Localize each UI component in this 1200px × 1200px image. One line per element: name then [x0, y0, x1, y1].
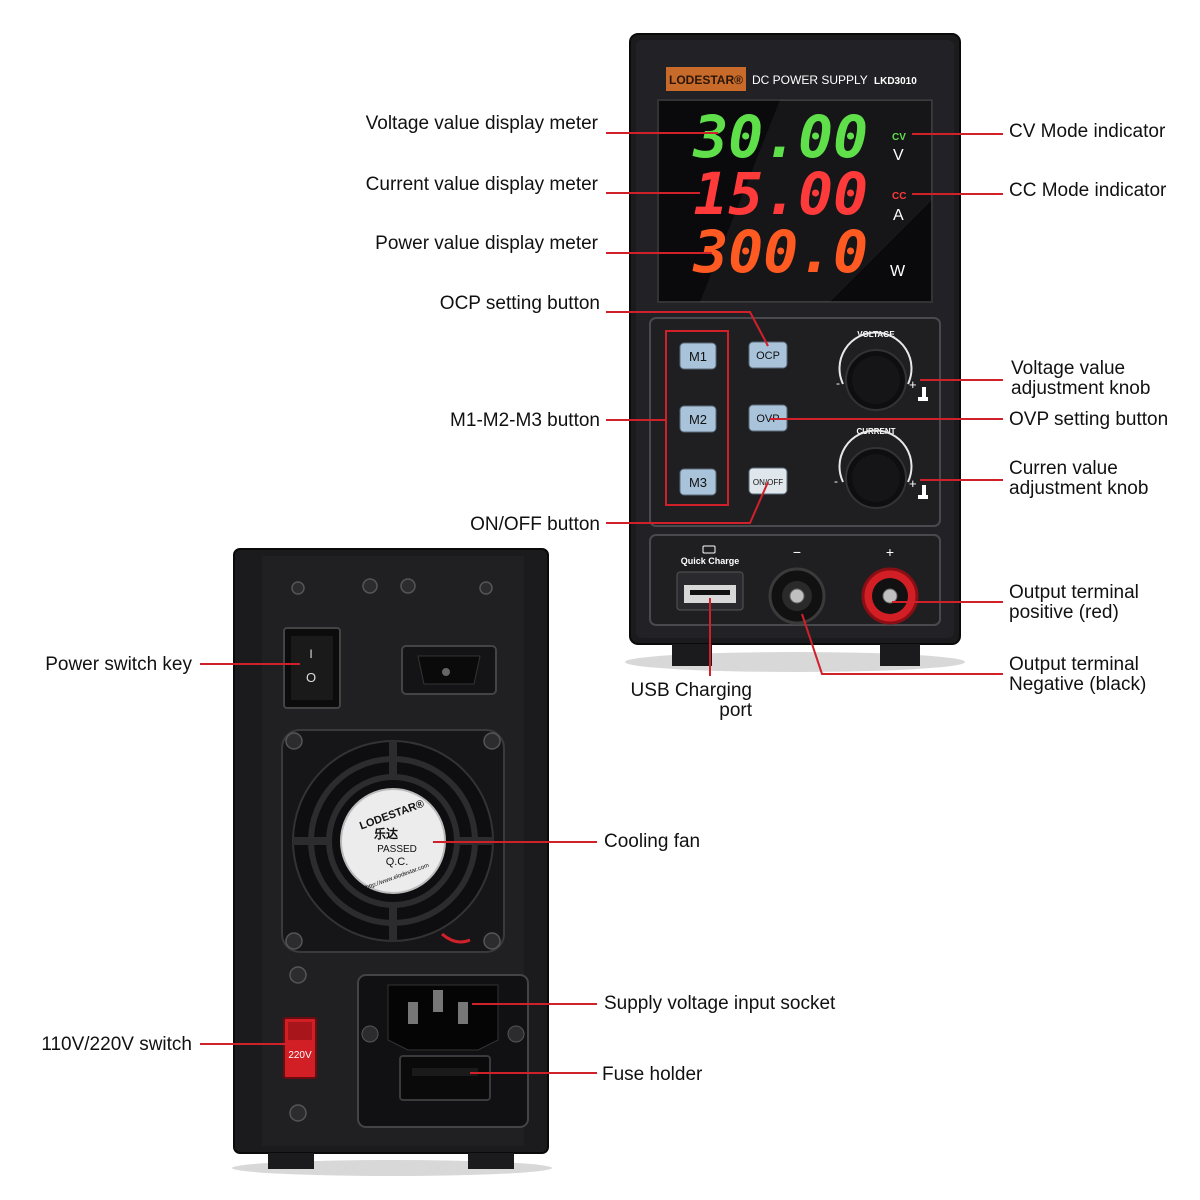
- label-onoff-button: ON/OFF button: [470, 514, 600, 535]
- voltage-knob-label: VOLTAGE: [857, 330, 895, 339]
- ocp-button[interactable]: OCP: [748, 341, 788, 369]
- back-panel-unit: I O LODESTAR® 乐达 PASSED Q.C. http://www.…: [232, 548, 552, 1176]
- label-usb-1: USB Charging: [630, 680, 752, 701]
- label-voltage-knob-2: adjustment knob: [1011, 378, 1151, 399]
- label-power-meter: Power value display meter: [375, 233, 598, 254]
- ovp-button[interactable]: OVP: [748, 404, 788, 432]
- switch-off-mark: O: [306, 670, 316, 685]
- current-knob-minus: -: [834, 474, 838, 488]
- m2-label: M2: [689, 412, 707, 427]
- ocp-label: OCP: [756, 350, 780, 362]
- voltage-selector-switch[interactable]: [283, 1017, 317, 1079]
- voltage-knob-minus: -: [836, 376, 840, 390]
- cc-indicator: CC: [892, 191, 906, 202]
- label-usb-2: port: [719, 700, 752, 721]
- label-positive-2: positive (red): [1009, 602, 1119, 623]
- voltage-selector-text: 220V: [288, 1050, 312, 1061]
- label-voltage-switch: 110V/220V switch: [41, 1034, 192, 1055]
- label-cooling-fan: Cooling fan: [604, 831, 701, 852]
- cv-indicator: CV: [892, 132, 906, 143]
- positive-terminal[interactable]: [861, 567, 919, 625]
- current-knob-plus: +: [909, 476, 917, 491]
- label-current-knob-1: Curren value: [1009, 458, 1118, 479]
- m1-label: M1: [689, 349, 707, 364]
- voltage-knob[interactable]: [845, 349, 907, 411]
- label-ocp-button: OCP setting button: [439, 293, 600, 314]
- label-fuse-holder: Fuse holder: [602, 1064, 703, 1085]
- minus-mark: −: [793, 544, 801, 560]
- current-reading: 15.00: [693, 160, 868, 228]
- label-m-buttons: M1-M2-M3 button: [450, 410, 600, 431]
- plus-mark: +: [886, 544, 894, 560]
- brand-text: LODESTAR®: [669, 73, 743, 87]
- label-current-knob-2: adjustment knob: [1009, 478, 1149, 499]
- current-knob[interactable]: [845, 447, 907, 509]
- label-current-meter: Current value display meter: [365, 174, 598, 195]
- power-switch[interactable]: [283, 627, 341, 709]
- fine-coarse-icon: [918, 485, 928, 499]
- quick-charge-icon: [702, 545, 716, 554]
- label-cv-indicator: CV Mode indicator: [1009, 121, 1166, 142]
- product-text: DC POWER SUPPLY: [752, 73, 868, 87]
- voltage-knob-plus: +: [909, 377, 917, 392]
- current-unit: A: [893, 207, 904, 224]
- label-voltage-meter: Voltage value display meter: [365, 113, 598, 134]
- fan-qc: Q.C.: [386, 856, 409, 868]
- voltage-reading: 30.00: [692, 103, 868, 171]
- label-positive-1: Output terminal: [1009, 582, 1139, 603]
- label-voltage-knob-1: Voltage value: [1011, 358, 1126, 379]
- m3-button[interactable]: M3: [679, 468, 717, 496]
- fuse-holder[interactable]: [399, 1055, 491, 1101]
- ovp-label: OVP: [756, 413, 779, 425]
- switch-on-mark: I: [309, 647, 312, 661]
- power-reading: 300.0: [692, 218, 868, 286]
- m2-button[interactable]: M2: [679, 405, 717, 433]
- label-power-switch: Power switch key: [45, 654, 192, 675]
- fan-passed: PASSED: [377, 844, 417, 855]
- cooling-fan: [281, 729, 505, 953]
- label-ovp-button: OVP setting button: [1009, 409, 1169, 430]
- voltage-unit: V: [893, 147, 904, 164]
- label-negative-1: Output terminal: [1009, 654, 1139, 675]
- serial-port[interactable]: [401, 645, 497, 695]
- negative-terminal[interactable]: [768, 567, 826, 625]
- front-panel-unit: LODESTAR® DC POWER SUPPLY LKD3010 30.00 …: [625, 33, 965, 672]
- label-cc-indicator: CC Mode indicator: [1009, 180, 1167, 201]
- model-text: LKD3010: [874, 76, 917, 87]
- label-input-socket: Supply voltage input socket: [604, 993, 836, 1014]
- m1-button[interactable]: M1: [679, 342, 717, 370]
- usb-port[interactable]: [676, 571, 744, 611]
- fan-cn: 乐达: [374, 826, 398, 841]
- fine-coarse-icon: [918, 387, 928, 401]
- quick-charge-label: Quick Charge: [681, 556, 740, 566]
- m3-label: M3: [689, 475, 707, 490]
- brand-badge: [666, 67, 746, 91]
- label-negative-2: Negative (black): [1009, 674, 1147, 695]
- power-unit: W: [890, 263, 906, 280]
